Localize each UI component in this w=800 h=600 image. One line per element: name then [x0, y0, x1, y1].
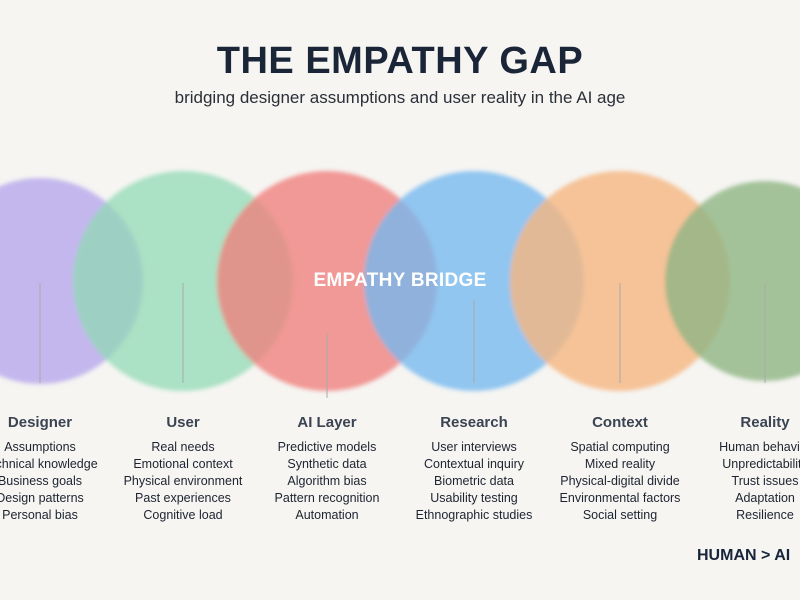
list-item: Past experiences: [135, 491, 231, 505]
page-title: THE EMPATHY GAP: [216, 40, 584, 82]
list-item: Algorithm bias: [287, 474, 367, 488]
list-item: Technical knowledge: [0, 457, 98, 471]
list-item: Physical-digital divide: [560, 474, 680, 488]
list-item: Trust issues: [731, 474, 799, 488]
circle-reality: [665, 181, 800, 381]
list-item: Contextual inquiry: [423, 457, 525, 471]
list-item: Spatial computing: [570, 440, 670, 454]
list-item: Synthetic data: [287, 457, 367, 471]
column-context: Context Spatial computing Mixed reality …: [545, 414, 695, 524]
tagline: HUMAN > AI: [697, 547, 791, 564]
list-item: Real needs: [151, 440, 215, 454]
list-item: Social setting: [582, 508, 658, 522]
list-item: Resilience: [736, 508, 794, 522]
list-item: Automation: [295, 508, 359, 522]
list-item: Physical environment: [123, 474, 243, 488]
column-heading: AI Layer: [297, 414, 357, 431]
column-reality: Reality Human behavior Unpredictability …: [690, 414, 800, 524]
list-item: Design patterns: [0, 491, 84, 505]
list-item: User interviews: [431, 440, 517, 454]
circle-context: [510, 171, 730, 391]
list-item: Cognitive load: [143, 508, 223, 522]
column-ai-layer: AI Layer Predictive models Synthetic dat…: [252, 414, 402, 524]
list-item: Pattern recognition: [274, 491, 380, 505]
list-item: Predictive models: [277, 440, 377, 454]
list-item: Biometric data: [434, 474, 514, 488]
column-heading: User: [166, 414, 200, 431]
list-item: Assumptions: [4, 440, 76, 454]
list-item: Emotional context: [133, 457, 233, 471]
list-item: Business goals: [0, 474, 83, 488]
page-subtitle: bridging designer assumptions and user r…: [174, 88, 626, 107]
list-item: Environmental factors: [559, 491, 681, 505]
column-research: Research User interviews Contextual inqu…: [399, 414, 549, 524]
list-item: Usability testing: [430, 491, 518, 505]
list-item: Personal bias: [2, 508, 78, 522]
column-heading: Context: [592, 414, 648, 431]
column-user: User Real needs Emotional context Physic…: [108, 414, 258, 524]
list-item: Ethnographic studies: [415, 508, 533, 522]
list-item: Adaptation: [735, 491, 795, 505]
column-heading: Reality: [740, 414, 790, 431]
list-item: Mixed reality: [584, 457, 656, 471]
list-item: Human behavior: [719, 440, 800, 454]
list-item: Unpredictability: [722, 457, 800, 471]
column-heading: Research: [440, 414, 508, 431]
column-heading: Designer: [7, 414, 73, 431]
empathy-bridge-label: EMPATHY BRIDGE: [313, 270, 487, 291]
column-designer: Designer Assumptions Technical knowledge…: [0, 414, 115, 524]
